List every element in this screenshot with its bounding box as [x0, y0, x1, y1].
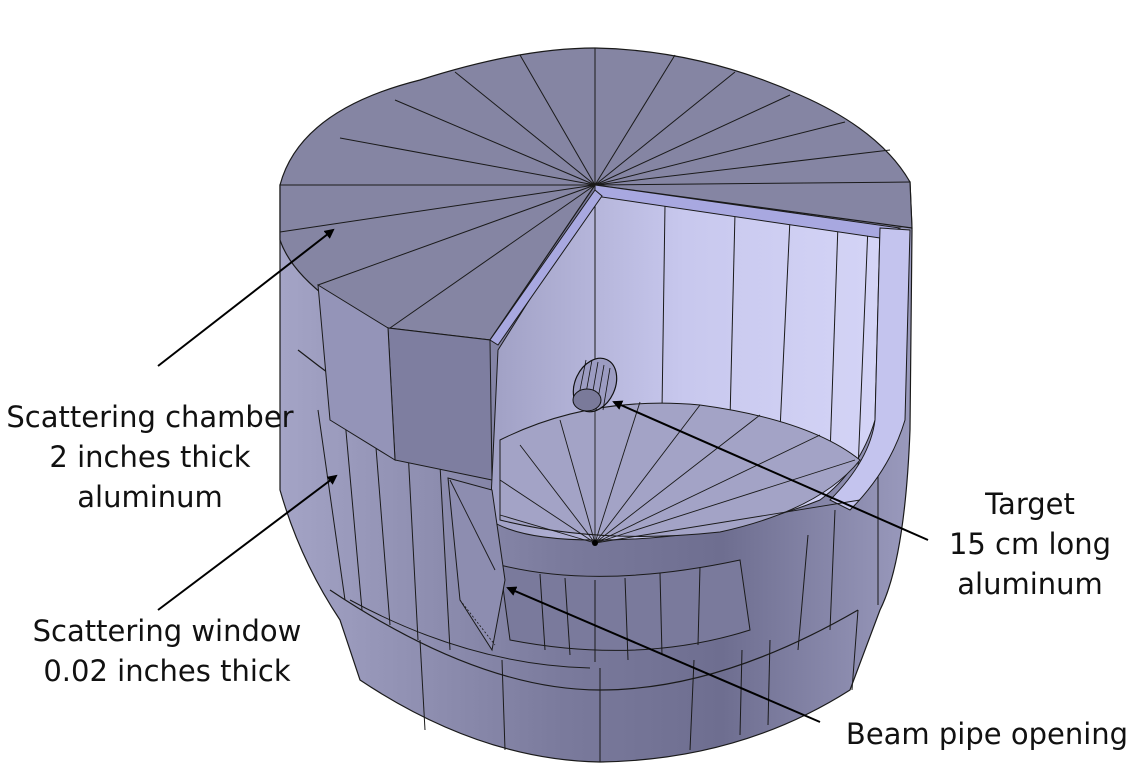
beam-arrow [506, 586, 821, 723]
chamber-arrow [157, 228, 335, 367]
label-line: 0.02 inches thick [43, 654, 291, 688]
beam-pipe-opening-label: Beam pipe opening [832, 714, 1142, 754]
annotation-arrows [157, 228, 929, 723]
label-line: Scattering window [32, 614, 302, 648]
label-line: Beam pipe opening [845, 717, 1129, 751]
label-line: aluminum [957, 567, 1103, 601]
target-arrow [612, 400, 929, 541]
label-line: 15 cm long [948, 527, 1112, 561]
window-arrow [157, 474, 338, 611]
target-label: Target 15 cm long aluminum [940, 484, 1120, 604]
label-line: 2 inches thick [49, 440, 251, 474]
label-line: Scattering chamber [6, 400, 294, 434]
scattering-window-label: Scattering window 0.02 inches thick [22, 611, 312, 691]
inner-cavity [447, 184, 911, 662]
label-line: aluminum [77, 480, 223, 514]
scattering-chamber-label: Scattering chamber 2 inches thick alumin… [0, 397, 300, 517]
target-cylinder [572, 357, 618, 413]
label-line: Target [985, 487, 1075, 521]
top-lid [279, 47, 913, 481]
